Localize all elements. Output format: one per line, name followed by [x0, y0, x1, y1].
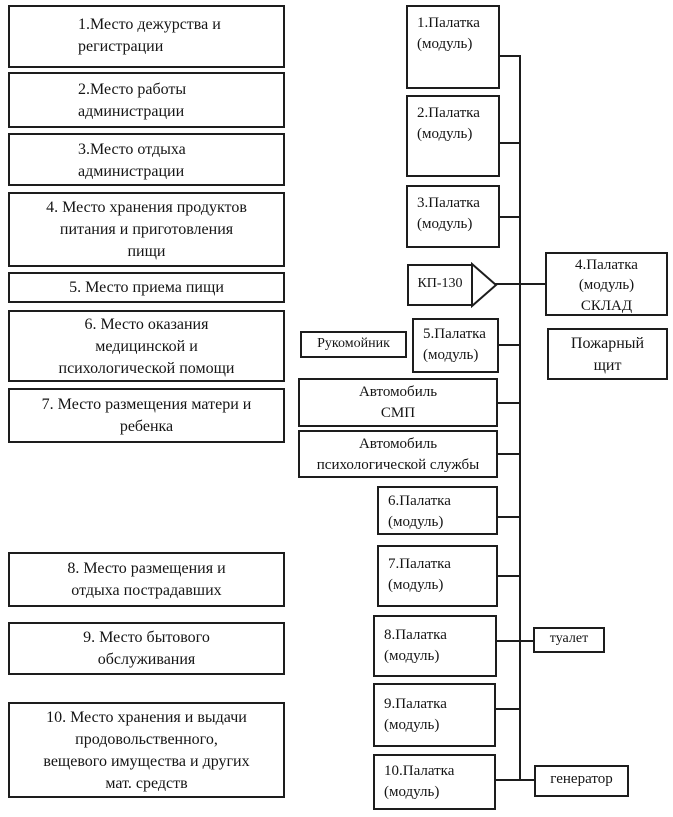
connector-tent9 — [495, 708, 520, 710]
text-line: 9.Палатка — [384, 696, 447, 712]
text-line: администрации — [78, 103, 185, 121]
place-1-box: 1.Место дежурства и регистрации — [8, 5, 285, 68]
connector-tent3 — [499, 216, 520, 218]
text-line: питания и приготовления — [59, 221, 234, 239]
tent-9-box: 9.Палатка (модуль) — [373, 683, 496, 747]
text-line: Автомобиль — [358, 436, 438, 452]
washstand-box: Рукомойник — [300, 331, 407, 358]
text-line: 8. Место размещения и — [67, 560, 226, 577]
connector-kp130-warehouse — [495, 283, 545, 285]
tent-1-box: 1.Палатка (модуль) — [406, 5, 500, 89]
text-line: 1.Место дежурства и — [78, 16, 221, 33]
text-line: психологической службы — [316, 457, 480, 473]
ambulance-smp-box: Автомобиль СМП — [298, 378, 498, 427]
place-8-box: 8. Место размещения и отдыха пострадавши… — [8, 552, 285, 607]
connector-tent7 — [497, 575, 520, 577]
text-line: 2.Палатка — [417, 105, 480, 121]
connector-tent2 — [499, 142, 520, 144]
text-line: регистрации — [78, 38, 164, 56]
text-line: туалет — [549, 631, 589, 646]
tent-10-box: 10.Палатка (модуль) — [373, 754, 496, 810]
text-line: 6.Палатка — [388, 493, 451, 509]
tent-4-warehouse-box: 4.Палатка (модуль) СКЛАД — [545, 252, 668, 316]
connector-tent5 — [498, 344, 520, 346]
connector-tent8-toilet — [496, 640, 533, 642]
toilet-box: туалет — [533, 627, 605, 653]
place-10-box: 10. Место хранения и выдачи продовольств… — [8, 702, 285, 798]
place-7-box: 7. Место размещения матери и ребенка — [8, 388, 285, 443]
text-line: продовольственного, — [75, 731, 218, 749]
text-line: мат. средств — [105, 775, 188, 793]
connector-tent6 — [497, 516, 520, 518]
text-line: 8.Палатка — [384, 627, 447, 643]
text-line: (модуль) — [388, 514, 444, 530]
tent-5-box: 5.Палатка (модуль) — [412, 318, 499, 373]
text-line: 3.Место отдыха — [78, 141, 186, 158]
connector-tent10-generator — [495, 779, 534, 781]
text-line: 10. Место хранения и выдачи — [46, 709, 247, 726]
text-line: 3.Палатка — [417, 195, 480, 211]
text-line: отдыха пострадавших — [71, 582, 222, 600]
text-line: 5.Палатка — [423, 326, 486, 342]
place-5-box: 5. Место приема пищи — [8, 272, 285, 303]
text-line: (модуль) — [417, 36, 473, 52]
place-6-box: 6. Место оказания медицинской и психолог… — [8, 310, 285, 382]
text-line: Автомобиль — [358, 384, 438, 400]
text-line: (модуль) — [384, 717, 440, 733]
place-9-box: 9. Место бытового обслуживания — [8, 622, 285, 675]
fire-shield-box: Пожарный щит — [547, 328, 668, 380]
text-line: психологической помощи — [58, 360, 235, 378]
text-line: Рукомойник — [317, 336, 390, 351]
tent-3-box: 3.Палатка (модуль) — [406, 185, 500, 248]
trunk-line — [519, 55, 521, 781]
text-line: 4. Место хранения продуктов — [46, 199, 247, 216]
text-line: (модуль) — [423, 347, 479, 363]
tent-2-box: 2.Палатка (модуль) — [406, 95, 500, 177]
text-line: 4.Палатка — [575, 257, 638, 273]
text-line: (модуль) — [417, 126, 473, 142]
text-line: 9. Место бытового — [83, 629, 210, 646]
tent-7-box: 7.Палатка (модуль) — [377, 545, 498, 607]
text-line: администрации — [78, 163, 185, 181]
text-line: вещевого имущества и других — [43, 753, 250, 771]
kp130-pennant-triangle — [471, 262, 498, 308]
text-line: (модуль) — [417, 216, 473, 232]
text-line: 1.Палатка — [417, 15, 480, 31]
text-line: (модуль) — [384, 784, 440, 800]
text-line: генератор — [550, 771, 613, 787]
tent-8-box: 8.Палатка (модуль) — [373, 615, 497, 677]
place-2-box: 2.Место работы администрации — [8, 72, 285, 128]
text-line: ребенка — [119, 418, 174, 436]
text-line: (модуль) — [578, 277, 635, 294]
place-3-box: 3.Место отдыха администрации — [8, 133, 285, 186]
text-line: КП-130 — [417, 276, 463, 291]
kp130-box: КП-130 — [407, 264, 473, 306]
text-line: обслуживания — [97, 651, 196, 669]
text-line: СКЛАД — [580, 297, 633, 314]
connector-ambulance-smp — [497, 402, 520, 404]
text-line: 6. Место оказания — [84, 316, 209, 333]
connector-ambulance-psych — [497, 453, 520, 455]
text-line: 7. Место размещения матери и — [41, 396, 252, 413]
ambulance-psych-box: Автомобиль психологической службы — [298, 430, 498, 478]
generator-box: генератор — [534, 765, 629, 797]
text-line: пищи — [127, 243, 166, 261]
text-line: Пожарный — [570, 335, 645, 352]
text-line: медицинской и — [95, 338, 198, 356]
text-line: 7.Палатка — [388, 556, 451, 572]
tent-6-box: 6.Палатка (модуль) — [377, 486, 498, 535]
connector-tent1 — [498, 55, 520, 57]
text-line: 10.Палатка — [384, 763, 455, 779]
text-line: (модуль) — [384, 648, 440, 664]
text-line: 5. Место приема пищи — [69, 279, 224, 296]
place-4-box: 4. Место хранения продуктов питания и пр… — [8, 192, 285, 267]
text-line: (модуль) — [388, 577, 444, 593]
text-line: щит — [593, 356, 622, 374]
text-line: 2.Место работы — [78, 81, 187, 98]
text-line: СМП — [380, 405, 416, 421]
